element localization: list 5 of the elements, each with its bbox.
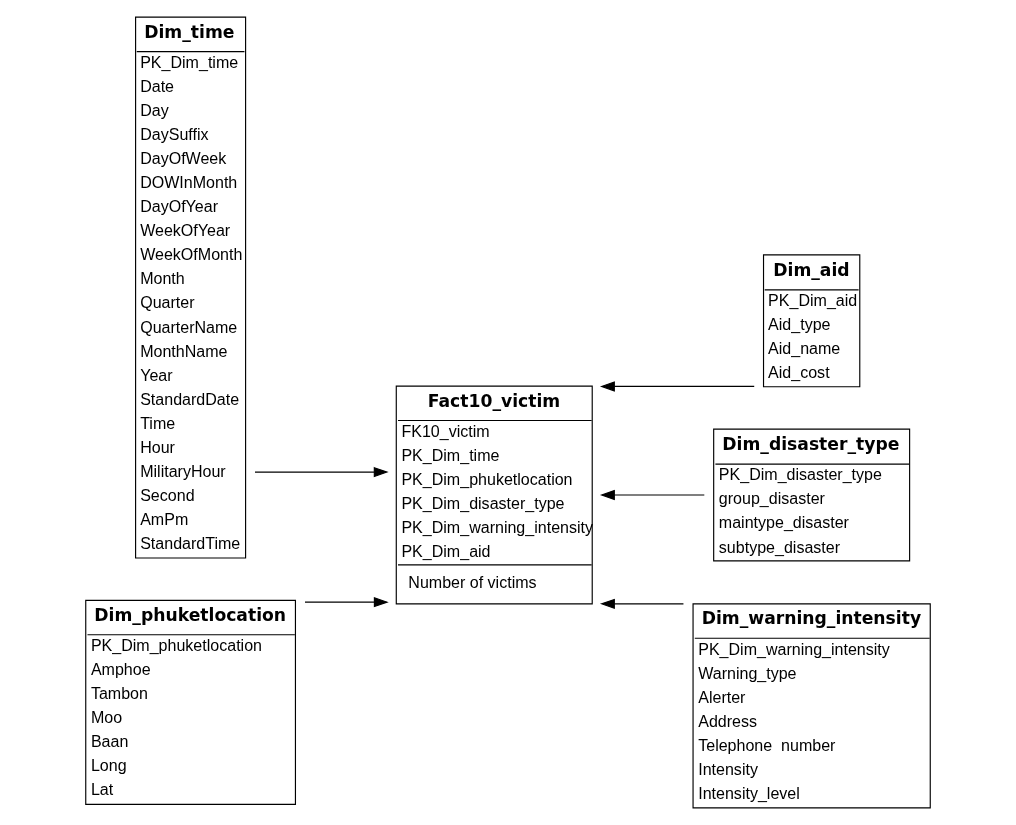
- arrow: [254, 466, 389, 478]
- arrow: [599, 598, 684, 610]
- arrow: [304, 596, 389, 608]
- arrow: [599, 489, 705, 501]
- arrow: [599, 381, 755, 392]
